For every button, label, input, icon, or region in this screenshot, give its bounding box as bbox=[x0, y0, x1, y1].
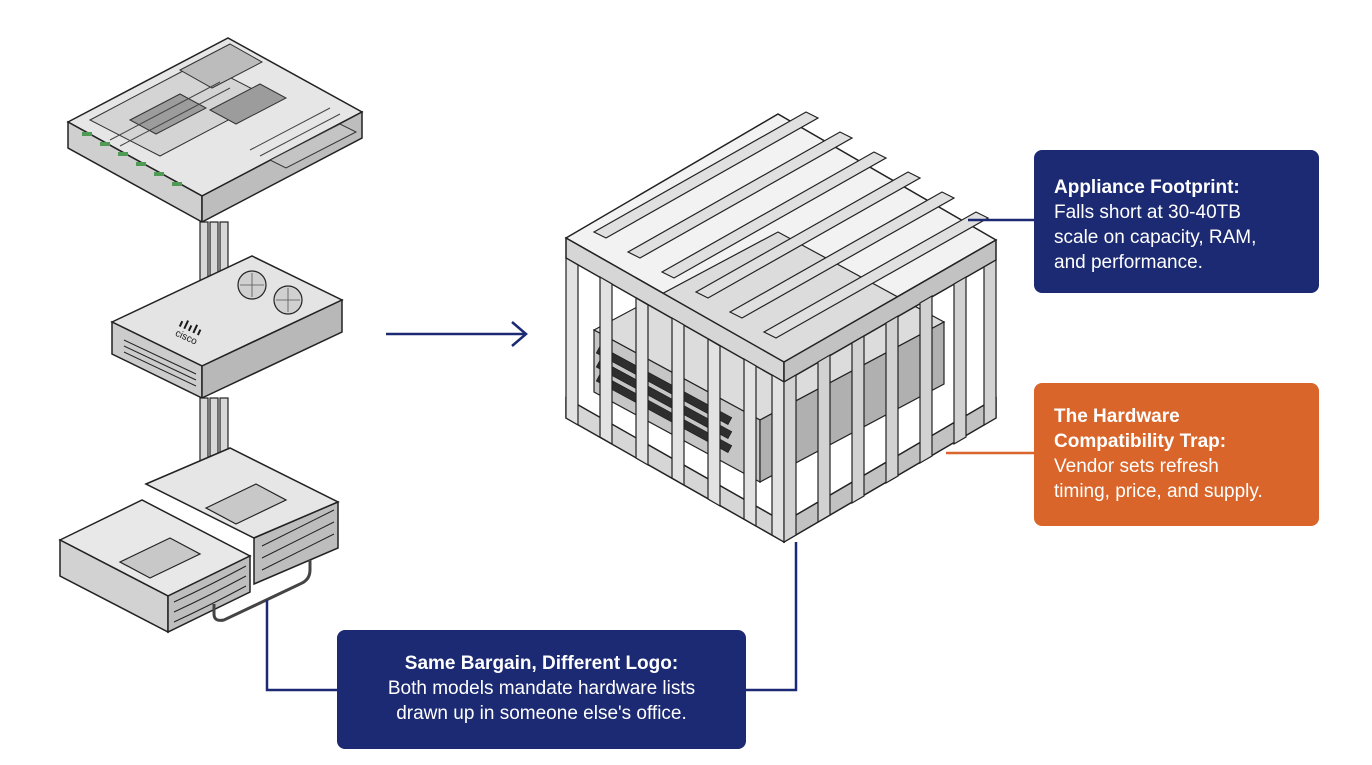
callout-same-bargain: Same Bargain, Different Logo: Both model… bbox=[337, 630, 746, 749]
connector-left bbox=[265, 600, 337, 692]
caged-appliance bbox=[564, 111, 998, 544]
callout-appliance-footprint: Appliance Footprint: Falls short at 30-4… bbox=[1034, 150, 1319, 293]
connector-bottom bbox=[746, 542, 798, 692]
server-pair bbox=[58, 447, 340, 634]
open-chassis-server bbox=[66, 37, 364, 224]
callout-bargain-line-2: drawn up in someone else's office. bbox=[396, 703, 687, 724]
callout-bargain-title: Same Bargain, Different Logo: bbox=[404, 653, 679, 674]
callout-footprint-title: Appliance Footprint: bbox=[1054, 177, 1240, 198]
callout-trap-line-1: Vendor sets refresh bbox=[1054, 456, 1219, 477]
callout-footprint-line-1: Falls short at 30-40TB bbox=[1054, 202, 1241, 223]
arrow-right bbox=[386, 321, 528, 347]
callout-footprint-line-3: and performance. bbox=[1054, 252, 1203, 273]
callout-hardware-trap: The Hardware Compatibility Trap: Vendor … bbox=[1034, 383, 1319, 526]
cisco-server: cisco bbox=[110, 255, 344, 400]
callout-trap-title-2: Compatibility Trap: bbox=[1054, 431, 1227, 452]
callout-trap-line-2: timing, price, and supply. bbox=[1054, 481, 1263, 502]
callout-footprint-line-2: scale on capacity, RAM, bbox=[1054, 227, 1257, 248]
callout-trap-title-1: The Hardware bbox=[1054, 406, 1180, 427]
callout-bargain-line-1: Both models mandate hardware lists bbox=[387, 678, 696, 699]
